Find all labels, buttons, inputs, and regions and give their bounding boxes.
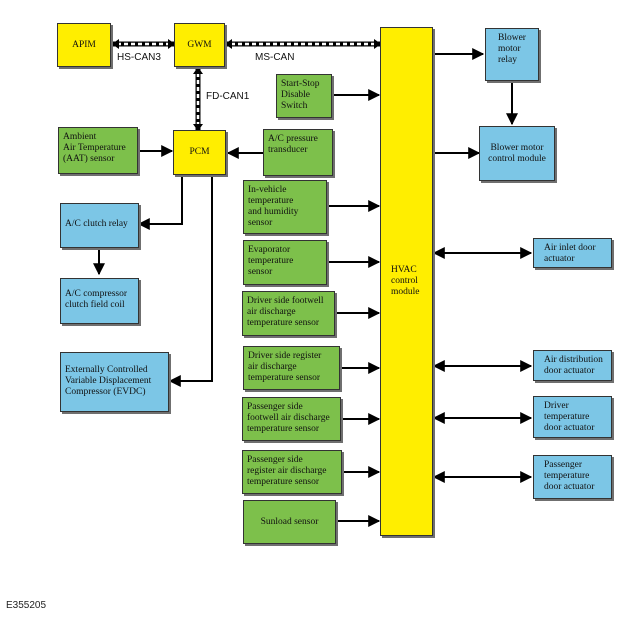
hs-can3-bus xyxy=(112,39,175,49)
ac-pressure-transducer: A/C pressure transducer xyxy=(263,129,333,176)
passenger-register-temp-sensor: Passenger side register air discharge te… xyxy=(242,450,342,494)
hvac-control-module: HVAC control module xyxy=(380,27,433,536)
start-stop-disable-switch: Start-Stop Disable Switch xyxy=(276,74,332,118)
fd-can1-label: FD-CAN1 xyxy=(206,91,250,102)
air-distribution-door-actuator: Air distribution door actuator xyxy=(533,350,612,381)
aat-sensor: Ambient Air Temperature (AAT) sensor xyxy=(58,127,138,174)
ac-clutch-relay: A/C clutch relay xyxy=(60,203,139,248)
hs-can3-label: HS-CAN3 xyxy=(117,52,161,63)
sunload-sensor: Sunload sensor xyxy=(243,500,336,544)
driver-temp-door-actuator: Driver temperature door actuator xyxy=(533,396,612,438)
evaporator-temp-sensor: Evaporator temperature sensor xyxy=(243,240,327,285)
fd-can1-bus xyxy=(193,67,203,131)
air-inlet-door-actuator: Air inlet door actuator xyxy=(533,238,612,268)
ms-can-label: MS-CAN xyxy=(255,52,295,63)
evdc-compressor: Externally Controlled Variable Displacem… xyxy=(60,352,169,412)
figure-code: E355205 xyxy=(6,600,47,611)
driver-footwell-temp-sensor: Driver side footwell air discharge tempe… xyxy=(242,291,335,336)
blower-motor-control-module: Blower motor control module xyxy=(479,126,555,181)
apim-module: APIM xyxy=(57,23,111,67)
ac-compressor-clutch-field-coil: A/C compressor clutch field coil xyxy=(60,278,139,324)
driver-register-temp-sensor: Driver side register air discharge tempe… xyxy=(243,346,340,390)
wire-pcm-to-evdc xyxy=(168,175,213,387)
passenger-temp-door-actuator: Passenger temperature door actuator xyxy=(533,455,612,499)
wire-pcm-to-clutch-relay xyxy=(137,175,183,230)
gwm-module: GWM xyxy=(174,23,225,67)
ms-can-bus xyxy=(225,39,381,49)
blower-motor-relay: Blower motor relay xyxy=(485,28,539,81)
in-vehicle-temp-humidity-sensor: In-vehicle temperature and humidity sens… xyxy=(243,180,327,234)
passenger-footwell-temp-sensor: Passenger side footwell air discharge te… xyxy=(242,397,341,441)
pcm-module: PCM xyxy=(173,130,226,175)
